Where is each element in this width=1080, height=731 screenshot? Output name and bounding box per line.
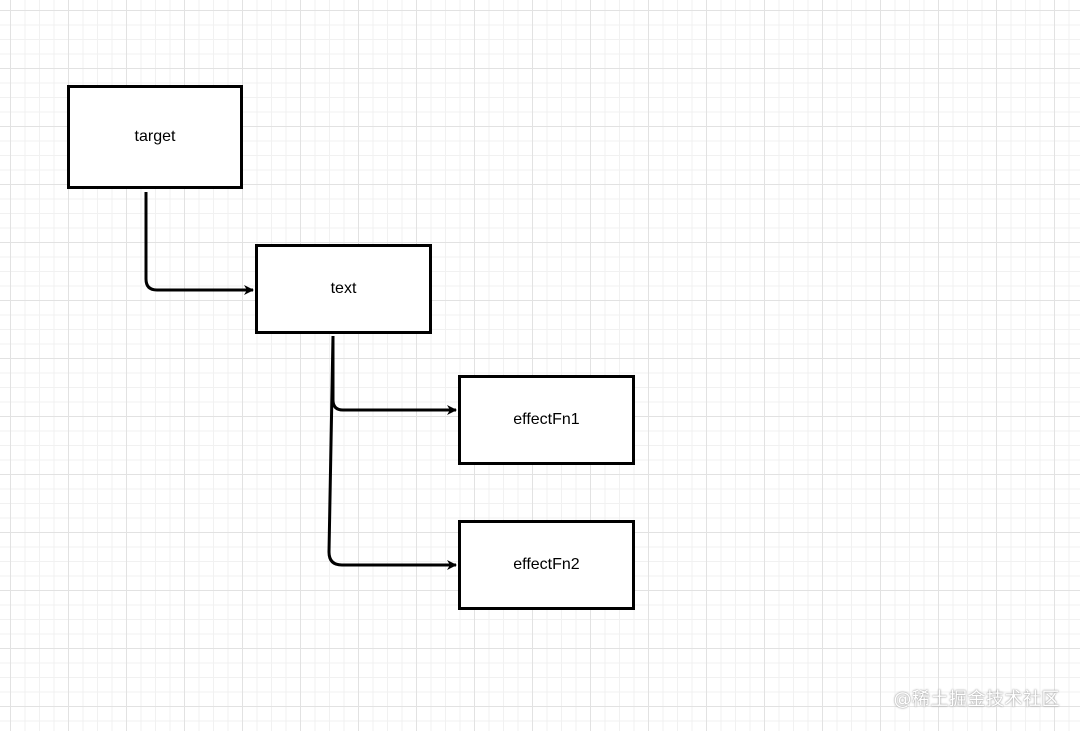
edge-text-to-effectfn2 bbox=[327, 335, 457, 570]
node-text[interactable]: text bbox=[255, 244, 432, 334]
node-text-label: text bbox=[330, 280, 357, 297]
node-effectfn2[interactable]: effectFn2 bbox=[458, 520, 635, 610]
node-target-label: target bbox=[134, 128, 176, 145]
node-target[interactable]: target bbox=[67, 85, 243, 189]
node-effectfn1-label: effectFn1 bbox=[513, 411, 580, 428]
node-effectfn1[interactable]: effectFn1 bbox=[458, 375, 635, 465]
edge-text-to-effectfn1 bbox=[331, 336, 457, 415]
node-effectfn2-label: effectFn2 bbox=[513, 556, 580, 573]
watermark: @稀土掘金技术社区 bbox=[893, 689, 1060, 710]
edge-target-to-text bbox=[144, 192, 254, 295]
